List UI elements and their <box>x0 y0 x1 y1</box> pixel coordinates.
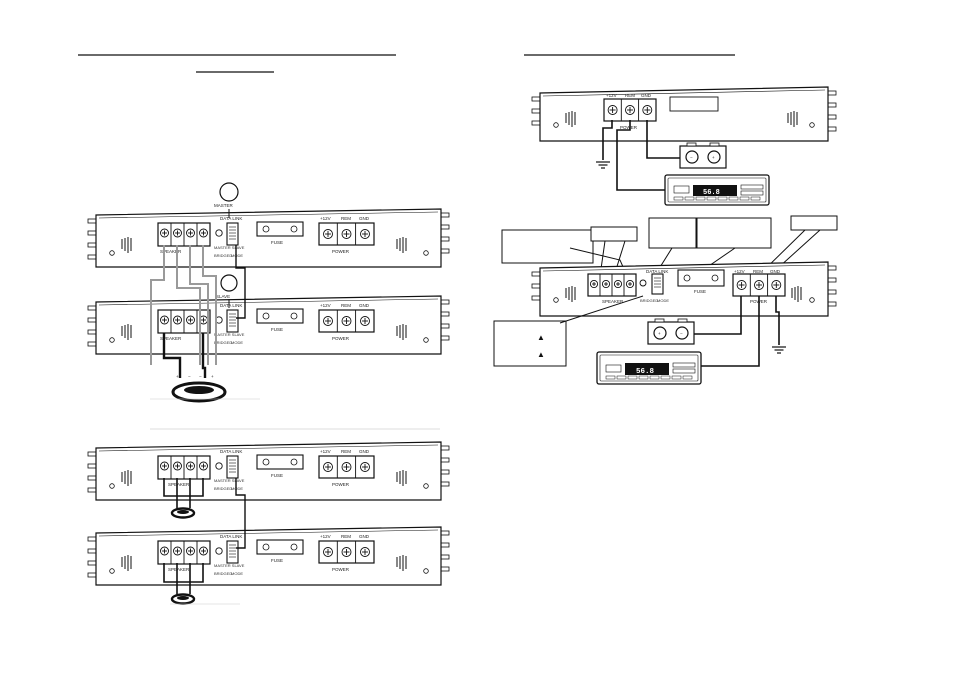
svg-text:SLAVE: SLAVE <box>216 294 230 299</box>
svg-text:GND: GND <box>359 534 370 539</box>
bridge-wires-gray <box>150 245 217 365</box>
overview-amplifier: SPEAKER DATA LINK BRIDGED MODE FUSE +12V… <box>531 261 837 317</box>
power-amplifier: +12V REM GND POWER <box>531 86 837 142</box>
power-wires-top <box>602 120 683 191</box>
svg-text:+12V: +12V <box>734 269 745 274</box>
svg-text:FUSE: FUSE <box>271 473 283 478</box>
svg-text:MODE: MODE <box>231 571 243 576</box>
head-unit-top: 56.8 <box>664 174 770 206</box>
master-switch: MASTER <box>214 182 239 218</box>
master-amplifier: SPEAKER DATA LINK MASTER SLAVE BRIDGED M… <box>87 208 450 268</box>
mode-legend-box: ▲ ▲ <box>493 320 567 367</box>
svg-text:REM: REM <box>341 216 351 221</box>
svg-text:FUSE: FUSE <box>271 558 283 563</box>
svg-text:▲: ▲ <box>537 333 545 342</box>
mode-legend-leader <box>559 295 644 324</box>
svg-text:REM: REM <box>753 269 763 274</box>
svg-text:FUSE: FUSE <box>694 289 706 294</box>
svg-text:SPEAKER: SPEAKER <box>168 567 190 572</box>
svg-text:REM: REM <box>341 449 351 454</box>
svg-text:MODE: MODE <box>231 486 243 491</box>
svg-text:DATA LINK: DATA LINK <box>220 534 242 539</box>
svg-text:+: + <box>712 155 715 160</box>
ground-overview <box>771 346 787 354</box>
battery-top: − + <box>679 142 727 169</box>
svg-text:DATA LINK: DATA LINK <box>220 216 242 221</box>
slave-switch: SLAVE <box>216 274 238 308</box>
stereo-speaker-bottom <box>170 593 196 605</box>
svg-text:+12V: +12V <box>320 303 331 308</box>
head-unit-overview: 56.8 <box>596 351 702 385</box>
svg-text:POWER: POWER <box>332 336 350 341</box>
bridged-speaker <box>171 381 227 403</box>
svg-text:POWER: POWER <box>332 482 350 487</box>
callout-boxes <box>501 215 838 264</box>
svg-text:MODE: MODE <box>231 340 243 345</box>
svg-text:REM: REM <box>341 303 351 308</box>
svg-text:DATA LINK: DATA LINK <box>646 269 668 274</box>
ground-top <box>595 161 611 169</box>
svg-text:GND: GND <box>359 303 370 308</box>
svg-text:POWER: POWER <box>620 125 638 130</box>
svg-text:−: − <box>199 374 202 379</box>
svg-text:DATA LINK: DATA LINK <box>220 303 242 308</box>
svg-text:MASTER: MASTER <box>214 203 234 208</box>
svg-text:+: + <box>658 331 661 336</box>
svg-text:−: − <box>690 155 693 160</box>
slave-amplifier: SPEAKER DATA LINK MASTER SLAVE BRIDGED M… <box>87 295 450 355</box>
svg-text:MASTER SLAVE: MASTER SLAVE <box>214 563 245 568</box>
svg-text:SPEAKER: SPEAKER <box>168 482 190 487</box>
svg-text:MASTER SLAVE: MASTER SLAVE <box>214 332 245 337</box>
battery-overview: + − <box>647 318 695 345</box>
overview-power-wires <box>692 296 780 367</box>
stereo-amplifier-top: SPEAKER DATA LINK MASTER SLAVE BRIDGED M… <box>87 441 450 501</box>
stereo-data-link-cable <box>235 478 246 549</box>
svg-text:DATA LINK: DATA LINK <box>220 449 242 454</box>
svg-text:BRIDGED: BRIDGED <box>214 253 232 258</box>
svg-text:−: − <box>680 331 683 336</box>
svg-text:MODE: MODE <box>231 253 243 258</box>
svg-text:FUSE: FUSE <box>271 240 283 245</box>
svg-text:BRIDGED: BRIDGED <box>214 340 232 345</box>
svg-text:SPEAKER: SPEAKER <box>160 336 182 341</box>
svg-text:+: + <box>211 374 214 379</box>
svg-text:REM: REM <box>625 93 635 98</box>
svg-text:GND: GND <box>359 216 370 221</box>
svg-text:FUSE: FUSE <box>271 327 283 332</box>
svg-text:+12V: +12V <box>606 93 617 98</box>
svg-text:BRIDGED: BRIDGED <box>640 298 658 303</box>
svg-text:MODE: MODE <box>657 298 669 303</box>
svg-text:GND: GND <box>641 93 652 98</box>
svg-text:+: + <box>176 374 179 379</box>
svg-text:BRIDGED: BRIDGED <box>214 571 232 576</box>
svg-text:SPEAKER: SPEAKER <box>602 299 624 304</box>
svg-text:BRIDGED: BRIDGED <box>214 486 232 491</box>
svg-text:▲: ▲ <box>537 350 545 359</box>
svg-text:MASTER SLAVE: MASTER SLAVE <box>214 245 245 250</box>
stereo-speaker-top <box>170 507 196 519</box>
svg-text:56.8: 56.8 <box>703 189 720 197</box>
svg-text:GND: GND <box>770 269 781 274</box>
stereo-speaker-wires-bottom <box>163 563 204 594</box>
svg-text:+12V: +12V <box>320 449 331 454</box>
stereo-speaker-wires-top <box>163 478 204 508</box>
svg-text:SPEAKER: SPEAKER <box>160 249 182 254</box>
svg-text:56.8: 56.8 <box>636 368 655 376</box>
svg-text:−: − <box>188 374 191 379</box>
data-link-cable <box>235 245 246 319</box>
svg-text:GND: GND <box>359 449 370 454</box>
svg-text:+12V: +12V <box>320 534 331 539</box>
stereo-amplifier-bottom: SPEAKER DATA LINK MASTER SLAVE BRIDGED M… <box>87 526 450 586</box>
svg-text:POWER: POWER <box>332 249 350 254</box>
svg-text:REM: REM <box>341 534 351 539</box>
svg-text:MASTER SLAVE: MASTER SLAVE <box>214 478 245 483</box>
svg-text:POWER: POWER <box>332 567 350 572</box>
slave-speaker-wires <box>162 333 207 378</box>
svg-text:+12V: +12V <box>320 216 331 221</box>
